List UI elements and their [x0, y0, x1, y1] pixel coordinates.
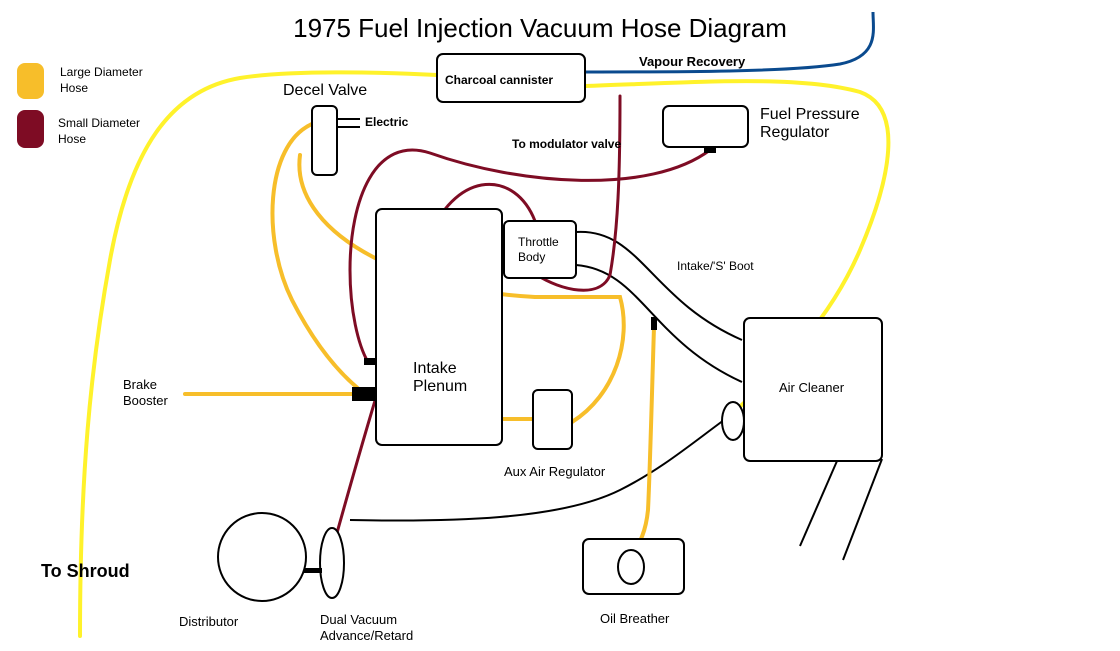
air-cleaner — [743, 317, 883, 462]
oil-breather-hose — [630, 325, 656, 554]
dual-vacuum-label-1: Dual Vacuum — [320, 612, 397, 627]
intake-boot-label: Intake/'S' Boot — [677, 259, 754, 273]
throttle-body-label-1: Throttle — [518, 235, 559, 249]
distributor-link — [304, 568, 322, 573]
air-cleaner-inlet — [721, 401, 745, 441]
plenum-small-fitting — [364, 358, 376, 365]
legend-large-label-2: Hose — [60, 81, 88, 95]
throttle-to-aux-air-hose — [533, 295, 626, 424]
distributor-to-air-cleaner-line — [349, 419, 725, 522]
boot-fitting — [651, 317, 657, 330]
legend-swatch-large — [17, 63, 44, 99]
charcoal-canister-label: Charcoal cannister — [445, 73, 553, 87]
dual-vacuum-label-2: Advance/Retard — [320, 628, 413, 643]
air-cleaner-label: Air Cleaner — [779, 380, 845, 395]
canister-to-shroud-hose — [78, 70, 439, 638]
legend-small-label-1: Small Diameter — [58, 116, 140, 130]
intake-plenum-label-2: Plenum — [413, 378, 467, 395]
throttle-body-label-2: Body — [518, 250, 545, 264]
legend-swatch-small — [17, 110, 44, 148]
decel-valve — [311, 105, 338, 176]
fuel-regulator-fitting — [704, 146, 716, 153]
aux-air-regulator-label: Aux Air Regulator — [504, 464, 606, 479]
brake-booster-label-2: Booster — [123, 393, 168, 408]
fuel-regulator-vacuum-hose — [348, 148, 712, 364]
distributor-label: Distributor — [179, 614, 239, 629]
modulator-valve-label: To modulator valve — [512, 137, 621, 151]
oil-breather-port — [617, 549, 645, 585]
legend-small-label-2: Hose — [58, 132, 86, 146]
brake-booster-label-1: Brake — [123, 377, 157, 392]
legend-large-label-1: Large Diameter — [60, 65, 143, 79]
modulator-valve-hose — [535, 94, 622, 292]
brake-booster-fitting — [352, 387, 376, 401]
decel-to-plenum-hose — [270, 122, 367, 396]
electric-label: Electric — [365, 115, 409, 129]
intake-plenum-label-1: Intake — [413, 360, 457, 377]
vapour-recovery-label: Vapour Recovery — [639, 54, 746, 69]
throttle-to-air-cleaner-lower — [575, 264, 743, 383]
throttle-body — [503, 220, 577, 279]
air-cleaner-leg-1 — [799, 460, 838, 547]
diagram-title: 1975 Fuel Injection Vacuum Hose Diagram — [293, 13, 787, 43]
components — [217, 53, 883, 602]
oil-breather-label: Oil Breather — [600, 611, 670, 626]
decel-valve-label: Decel Valve — [283, 82, 367, 99]
fuel-pressure-regulator-label-1: Fuel Pressure — [760, 106, 860, 123]
black-hoses — [337, 118, 883, 561]
vapour-recovery-hose — [584, 11, 875, 74]
labels: Charcoal cannister Vapour Recovery Decel… — [41, 54, 860, 643]
fuel-pressure-regulator-label-2: Regulator — [760, 124, 830, 141]
legend: Large Diameter Hose Small Diameter Hose — [17, 63, 143, 148]
distributor — [217, 512, 307, 602]
charcoal-canister — [436, 53, 586, 103]
dual-vacuum-unit — [319, 527, 345, 599]
fittings — [304, 146, 716, 573]
throttle-to-air-cleaner-upper — [575, 230, 743, 341]
fuel-pressure-regulator — [662, 105, 749, 148]
intake-plenum — [375, 208, 503, 446]
to-shroud-label: To Shroud — [41, 561, 130, 581]
air-cleaner-leg-2 — [842, 458, 883, 561]
aux-air-regulator — [532, 389, 573, 450]
